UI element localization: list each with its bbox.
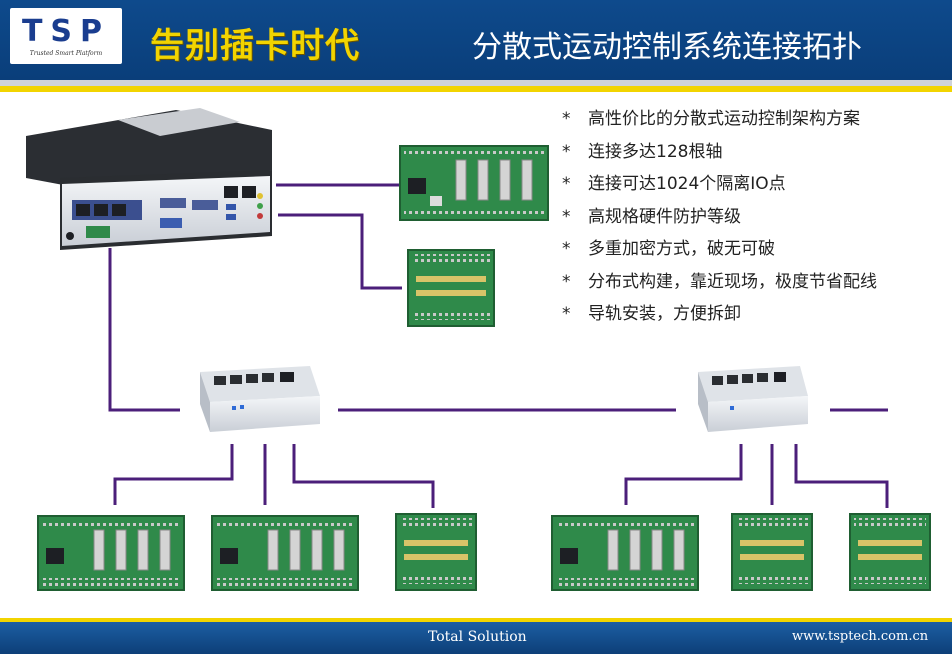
industrial-pc [26, 108, 272, 250]
bullet-star: * [562, 168, 588, 201]
feature-item: *分布式构建，靠近现场，极度节省配线 [562, 266, 877, 299]
footer-tagline: Total Solution [428, 629, 527, 645]
feature-text: 高规格硬件防护等级 [588, 207, 741, 227]
feature-item: *高性价比的分散式运动控制架构方案 [562, 103, 877, 136]
feature-item: *高规格硬件防护等级 [562, 201, 877, 234]
bullet-star: * [562, 266, 588, 299]
bullet-star: * [562, 103, 588, 136]
bullet-star: * [562, 298, 588, 331]
io-board-2 [732, 514, 812, 590]
link-hub2-board4 [626, 444, 741, 505]
link-pc-board-b [278, 215, 402, 288]
io-board-1 [396, 514, 476, 590]
ethernet-hub-1 [200, 366, 320, 432]
feature-text: 多重加密方式，破无可破 [588, 239, 775, 259]
io-board-3 [850, 514, 930, 590]
link-hub1-board1 [115, 444, 232, 505]
ethernet-hub-2 [698, 366, 808, 432]
feature-item: *连接多达128根轴 [562, 136, 877, 169]
motion-board-top [400, 146, 548, 220]
feature-item: *多重加密方式，破无可破 [562, 233, 877, 266]
motion-board-3 [552, 516, 698, 590]
motion-board-2 [212, 516, 358, 590]
bullet-star: * [562, 201, 588, 234]
bullet-star: * [562, 233, 588, 266]
feature-text: 导轨安装，方便拆卸 [588, 304, 741, 324]
feature-list: *高性价比的分散式运动控制架构方案*连接多达128根轴*连接可达1024个隔离I… [562, 103, 877, 331]
feature-item: *导轨安装，方便拆卸 [562, 298, 877, 331]
feature-text: 连接可达1024个隔离IO点 [588, 174, 786, 194]
footer-website: www.tsptech.com.cn [792, 629, 928, 644]
feature-text: 连接多达128根轴 [588, 142, 722, 162]
link-hub2-board6 [796, 444, 887, 508]
link-hub1-board3 [294, 444, 433, 508]
link-pc-hub1 [110, 248, 180, 410]
motion-board-1 [38, 516, 184, 590]
feature-item: *连接可达1024个隔离IO点 [562, 168, 877, 201]
feature-text: 分布式构建，靠近现场，极度节省配线 [588, 272, 877, 292]
bullet-star: * [562, 136, 588, 169]
feature-text: 高性价比的分散式运动控制架构方案 [588, 109, 860, 129]
io-board-top [408, 250, 494, 326]
